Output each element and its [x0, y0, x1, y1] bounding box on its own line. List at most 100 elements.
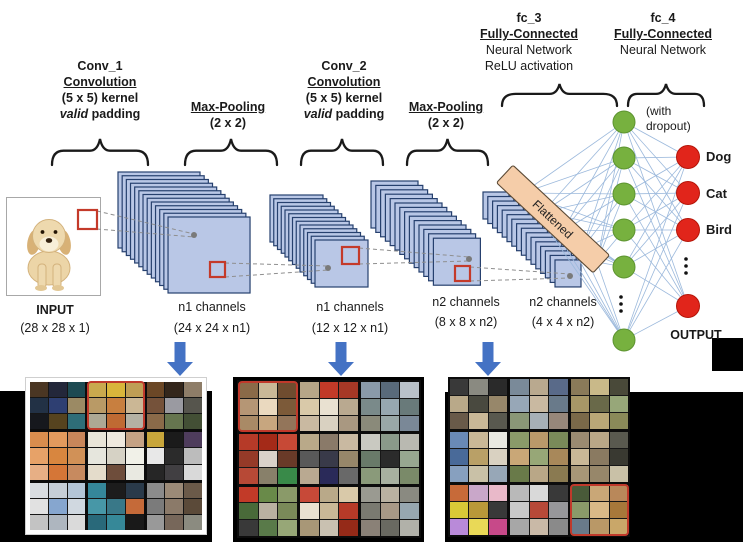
fc3-connection [596, 193, 625, 263]
fc3-connection [522, 192, 625, 231]
dashed-connector [96, 210, 195, 235]
feature-map-layer-stack4 [539, 245, 568, 274]
feature-map-layer-stack4 [525, 232, 553, 261]
montage-block [300, 382, 358, 432]
dashed-connector [469, 266, 571, 275]
fc3-connection [596, 261, 625, 268]
feature-map-layer-stack1 [163, 212, 247, 290]
ellipsis-dot [684, 271, 688, 275]
montage-block [569, 484, 629, 536]
fc4-connection [623, 229, 689, 268]
feature-map-layer-stack1 [167, 216, 251, 294]
feature-map-layer-stack1 [159, 208, 243, 287]
feature-map-layer-stack2 [269, 194, 324, 243]
hidden-node [612, 146, 636, 170]
fc4-label: fc_4 Fully-Connected Neural Network [614, 11, 712, 57]
feature-map-layer-stack1 [146, 197, 230, 275]
stage4-channels: n2 channels [529, 295, 597, 309]
montage-block [450, 379, 508, 429]
dashed-connector [224, 262, 329, 267]
fc3-connection [562, 230, 625, 268]
montage-block [146, 482, 202, 530]
montage-block [510, 485, 568, 535]
dashed-connector [358, 247, 470, 258]
output-node [676, 218, 700, 242]
fc4-connection [623, 156, 689, 268]
brace [626, 83, 706, 108]
fc3-connection [542, 121, 625, 213]
down-arrow [167, 342, 193, 376]
fc3-connection [581, 157, 625, 250]
montage-block [510, 432, 568, 482]
fc3-connection [522, 192, 625, 268]
conv2-label: Conv_2 Convolution (5 x 5) kernel valid … [303, 59, 385, 121]
fc4-connection [623, 156, 689, 231]
hidden-node [612, 218, 636, 242]
feature-map-layer-stack4 [496, 204, 524, 234]
montage-block [450, 485, 508, 535]
fc4-connection [623, 156, 689, 341]
feature-map-montage-2 [237, 380, 421, 538]
dashed-connector [224, 269, 329, 278]
class-label-bird: Bird [706, 222, 732, 237]
montage-block [300, 486, 358, 536]
fc3-connection [522, 121, 625, 194]
feature-map-layer-stack4 [535, 241, 563, 270]
flattened-box: Flattened [496, 165, 610, 273]
receptive-field-dot [191, 232, 197, 238]
fc4-connection [623, 229, 689, 307]
output-node [676, 145, 700, 169]
brace [183, 138, 279, 167]
feature-map-layer-stack4 [506, 214, 534, 243]
feature-maps-frame-1 [25, 377, 207, 535]
feature-map-layer-stack1 [150, 201, 234, 279]
montage-block [146, 382, 202, 430]
feature-map-layer-stack3 [380, 189, 429, 238]
hidden-node [612, 110, 636, 134]
fc3-connection [542, 157, 625, 213]
fc4-connection [623, 192, 689, 231]
input-label: INPUT [36, 303, 74, 317]
kernel-window [340, 245, 361, 266]
montage-block [88, 432, 144, 480]
fc4-connection [623, 156, 689, 195]
feature-map-layer-stack3 [423, 228, 472, 277]
fc4-connection [623, 157, 689, 194]
fc4-connection [623, 192, 689, 341]
feature-map-layer-stack2 [299, 224, 354, 273]
feature-map-layer-stack3 [428, 233, 477, 282]
feature-map-layer-stack3 [404, 211, 453, 260]
hidden-node [612, 328, 636, 352]
feature-map-layer-stack4 [544, 250, 573, 279]
fc4-connection [623, 157, 689, 231]
fc3-connection [542, 211, 625, 268]
feature-map-layer-stack4 [520, 227, 549, 256]
feature-map-layer-stack3 [389, 198, 438, 247]
stage2-channels: n1 channels [316, 300, 384, 314]
fc3-connection [562, 193, 625, 232]
down-arrow [328, 342, 354, 376]
dashed-connector [358, 260, 470, 265]
feature-map-layer-stack1 [121, 175, 205, 253]
dropout-note: (with dropout) [646, 104, 691, 133]
feature-map-layer-stack2 [291, 216, 347, 266]
feature-map-layer-stack2 [288, 213, 343, 262]
class-label-dog: Dog [706, 149, 732, 164]
montage-block [570, 432, 628, 482]
feature-map-layer-stack1 [134, 186, 218, 264]
montage-block [30, 482, 86, 530]
feature-map-layer-stack2 [295, 220, 350, 269]
feature-map-layer-stack3 [399, 206, 448, 255]
fc4-connection [623, 156, 689, 159]
dashed-connector [96, 228, 195, 238]
feature-map-layer-stack1 [117, 171, 201, 249]
stage3-dims: (8 x 8 x n2) [434, 315, 498, 329]
montage-block [30, 382, 86, 430]
receptive-field-dot [466, 256, 472, 262]
fc4-connection [623, 121, 689, 307]
output-node [676, 294, 700, 318]
feature-map-layer-stack4 [511, 218, 539, 247]
montage-block [30, 432, 86, 480]
montage-block [300, 434, 358, 484]
feature-map-layer-stack2 [303, 228, 358, 277]
